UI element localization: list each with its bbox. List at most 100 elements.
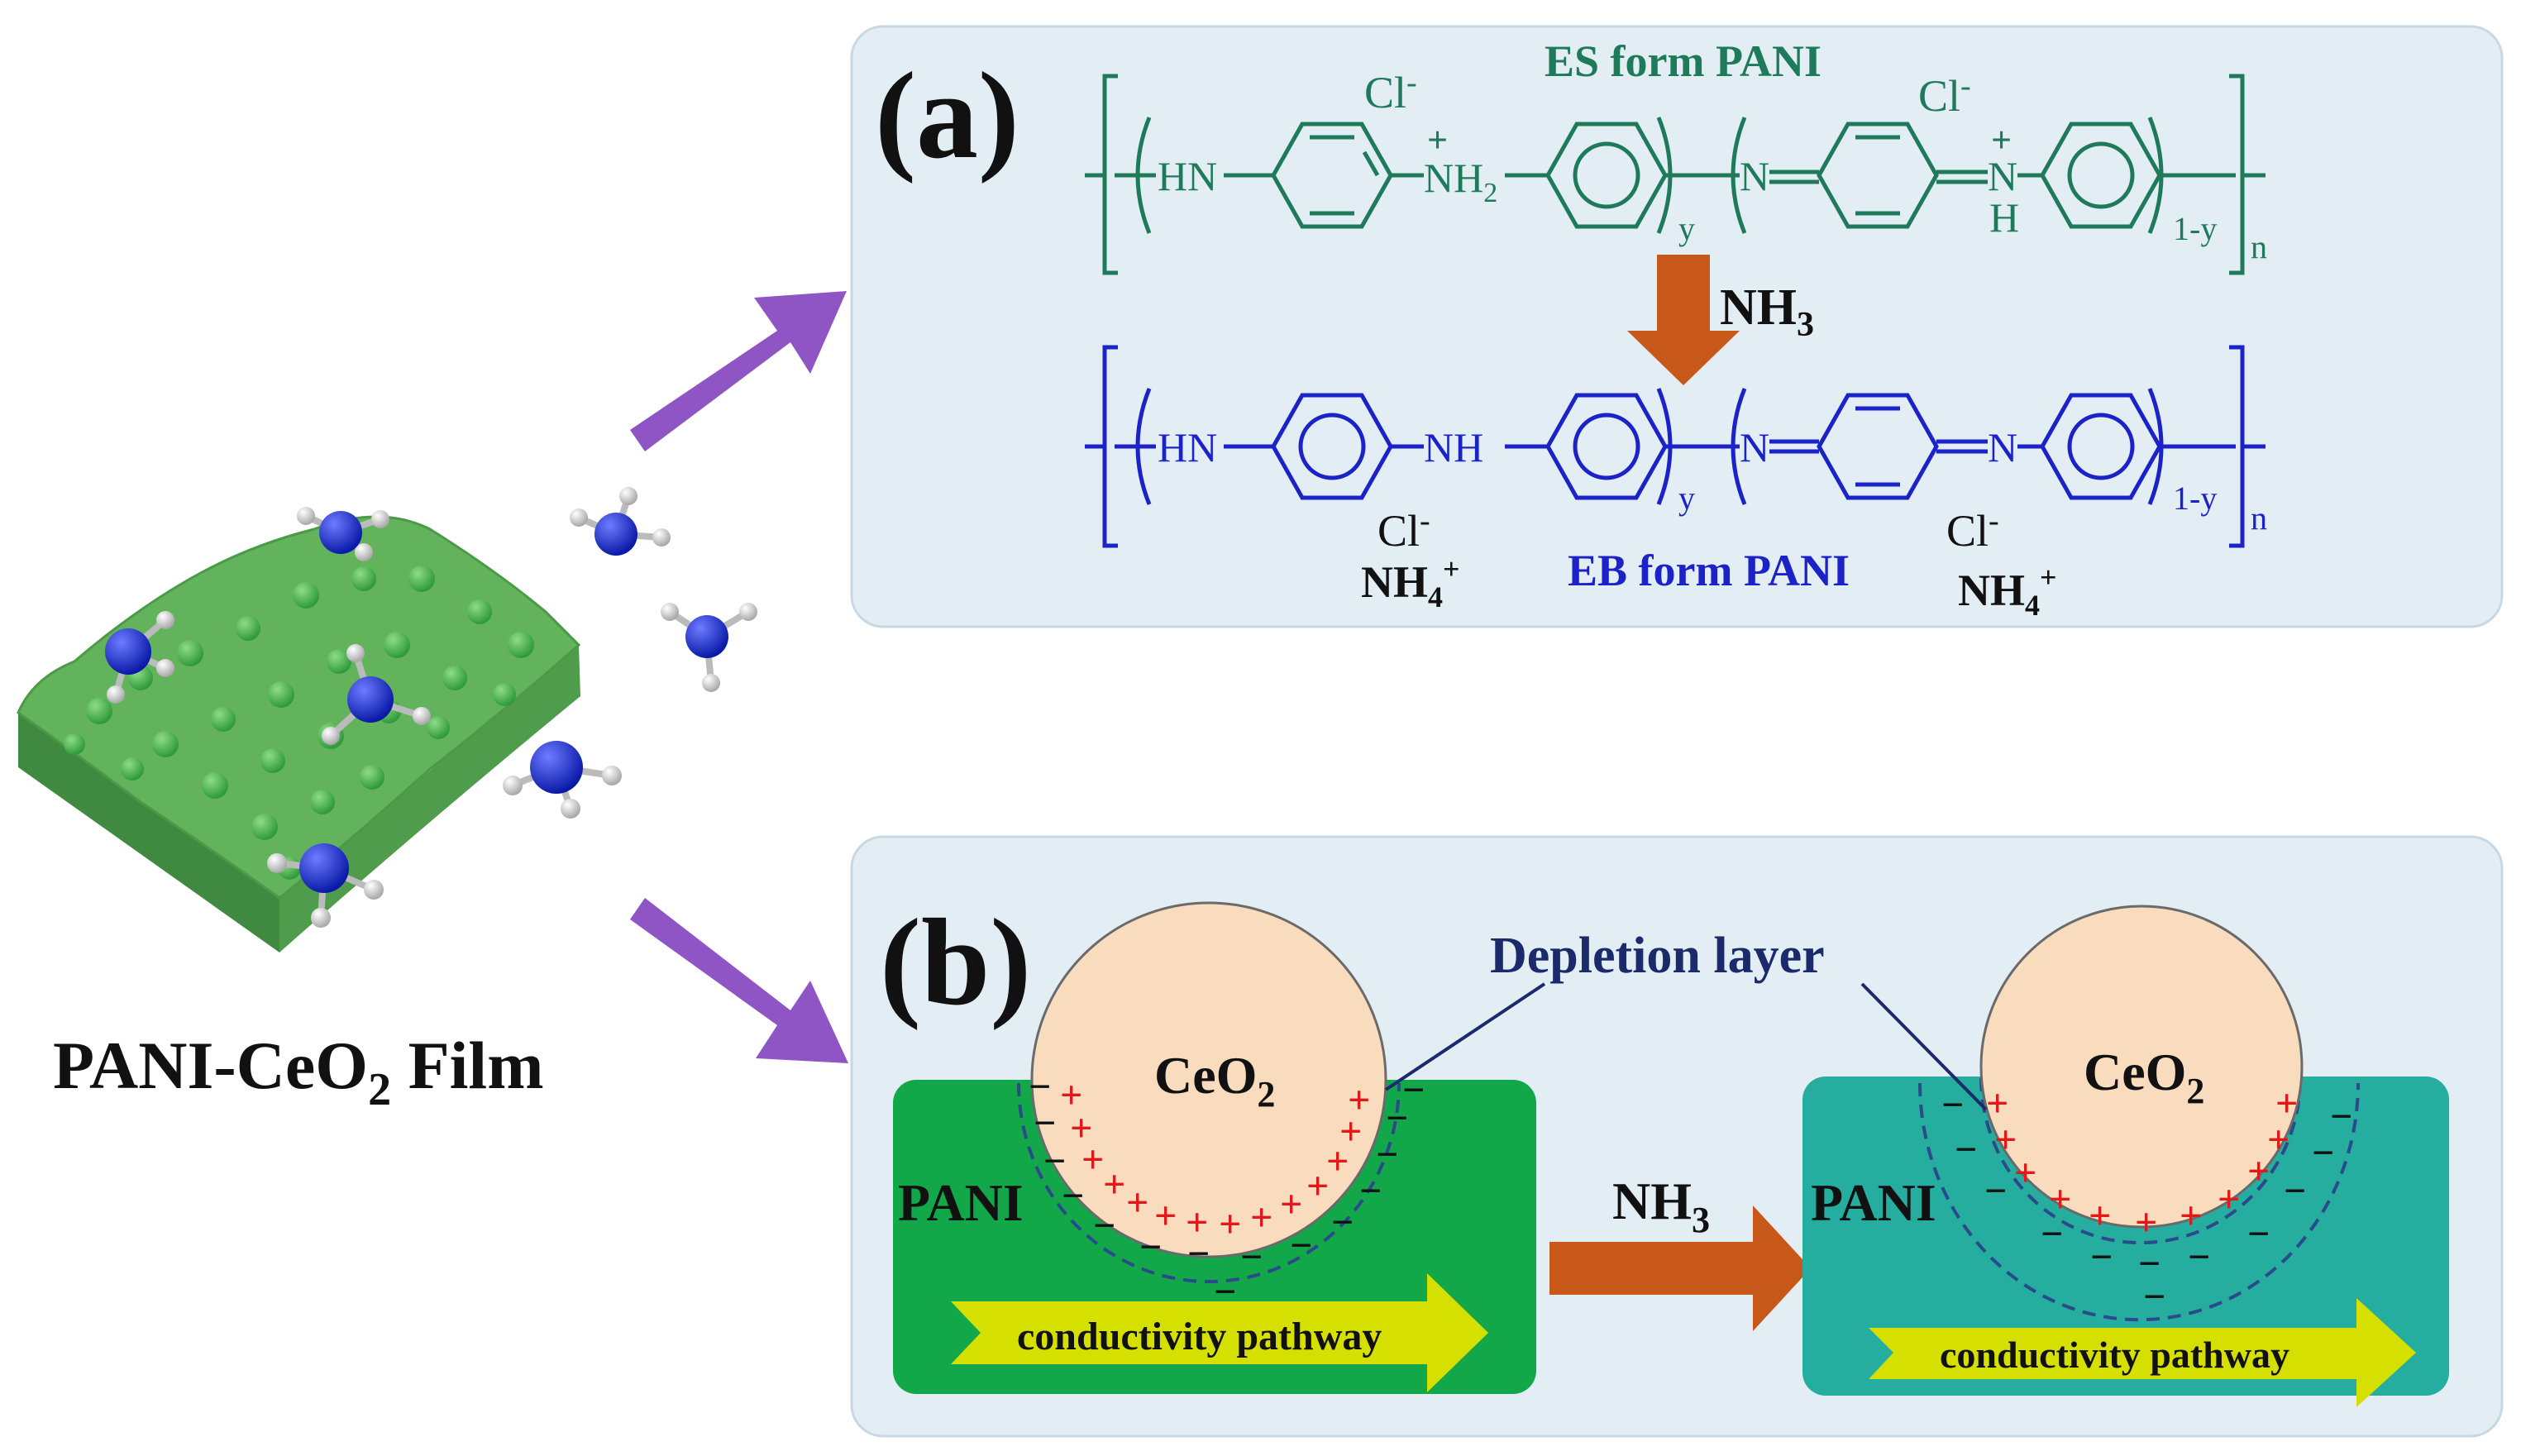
minus-charge: − (2312, 1131, 2334, 1175)
orange-arrow-nh3-b (1549, 1205, 1811, 1331)
eb-form-labels: HN NH N N y 1-y n EB form PANI (1158, 424, 2267, 595)
minus-charge: − (2041, 1212, 2063, 1256)
ceo2-particle (251, 814, 278, 840)
ceo2-particle (236, 616, 260, 641)
plus-charge: + (1186, 1201, 1208, 1244)
ceo2-particle-before (1030, 901, 1387, 1258)
ceo2-particle (268, 681, 294, 708)
ceo2-particle (384, 632, 410, 658)
film-top-surface (17, 515, 581, 900)
minus-charge: − (2247, 1212, 2270, 1256)
plus-charge: + (2049, 1177, 2071, 1221)
ammonia-molecule (322, 644, 431, 745)
conductivity-arrow-after (1869, 1298, 2416, 1407)
depletion-layer-label: Depletion layer (1490, 928, 1825, 984)
ceo2-particle (427, 716, 450, 739)
eb-hn: HN (1158, 424, 1217, 470)
orange-arrow-nh3-a (1627, 255, 1740, 385)
ceo2-particle (64, 733, 85, 755)
ceo2-particle (177, 640, 203, 666)
ammonia-molecules (105, 487, 757, 928)
minus-charge: − (1955, 1128, 1977, 1172)
plus-charge: + (2267, 1118, 2289, 1162)
plus-charge: + (2180, 1194, 2202, 1238)
pani-ceo2-film (17, 487, 757, 952)
minus-charge: − (1941, 1083, 1964, 1127)
eb-form-structure (1085, 345, 2266, 548)
panel-a-label: (a) (875, 47, 1019, 184)
ceo2-particle (327, 649, 351, 674)
purple-arrow-to-panel-b (630, 898, 848, 1063)
conductivity-arrow-before (951, 1273, 1488, 1392)
ammonia-molecule (267, 843, 384, 928)
minus-charge: − (2330, 1095, 2352, 1139)
eb-nh: NH (1424, 424, 1483, 470)
eb-n-left: N (1740, 424, 1769, 470)
minus-charge: − (1029, 1065, 1051, 1109)
minus-charge: − (2284, 1169, 2306, 1213)
ceo2-particle (86, 698, 112, 724)
minus-charge: − (1984, 1169, 2007, 1213)
plus-charge: + (2218, 1177, 2240, 1221)
ceo2-particle (508, 632, 534, 658)
film-side-left (18, 713, 279, 952)
conductivity-label-before: conductivity pathway (1017, 1315, 1382, 1358)
plus-charge: + (1103, 1162, 1125, 1206)
ceo2-particle (493, 683, 516, 706)
eb-counter-ions: Cl- NH4+ Cl- NH4+ (1361, 504, 2057, 622)
es-one-minus-y: 1-y (2173, 210, 2217, 247)
es-n-right: N (1988, 153, 2017, 199)
panel-b-nh3-label: NH3 (1612, 1172, 1710, 1240)
es-n-left: N (1740, 153, 1769, 199)
plus-charge: + (2135, 1201, 2157, 1244)
ceo2-particle (260, 748, 285, 773)
eb-n-right: N (1988, 424, 2017, 470)
plus-charge: + (1154, 1194, 1177, 1238)
depletion-layer-after (1918, 1082, 2360, 1322)
depletion-layer-before (1017, 1082, 1401, 1283)
plus-charge: + (1070, 1106, 1092, 1150)
minus-charge: − (1386, 1096, 1408, 1140)
minus-charge: − (1139, 1225, 1162, 1269)
es-plus-2: + (1991, 120, 2012, 160)
es-y: y (1678, 210, 1695, 247)
plus-charge: + (2014, 1151, 2036, 1195)
plus-charge: + (1326, 1139, 1349, 1183)
plus-charge: + (2089, 1194, 2111, 1238)
ceo2-particle (442, 666, 467, 690)
plus-charge: + (1994, 1118, 2017, 1162)
eb-one-minus-y: 1-y (2173, 480, 2217, 517)
ceo2-particle (121, 757, 144, 781)
eb-cl-2: Cl- (1946, 504, 1999, 556)
eb-n-subscript: n (2251, 499, 2267, 537)
eb-y: y (1678, 480, 1695, 517)
ceo2-particle-after (1979, 905, 2304, 1229)
purple-arrow-to-panel-a (630, 291, 847, 451)
eb-form-title: EB form PANI (1568, 546, 1850, 595)
minus-charge: − (1376, 1133, 1398, 1177)
ammonia-molecule (105, 611, 174, 704)
ceo2-particle (202, 772, 228, 799)
pani-label-after: PANI (1811, 1173, 1936, 1232)
minus-charge: − (1240, 1235, 1263, 1279)
plus-charge: + (1219, 1202, 1241, 1246)
es-hn: HN (1158, 153, 1217, 199)
minus-charge: − (1290, 1224, 1312, 1267)
ceo2-particle (211, 707, 236, 732)
ammonia-molecule (570, 487, 671, 556)
minus-charge: − (1187, 1232, 1210, 1276)
charges-after: + + + + + + + + + + + − − − − − − − − − … (1941, 1081, 2352, 1319)
eb-cl-1: Cl- (1377, 504, 1430, 556)
plus-charge: + (1986, 1081, 2008, 1125)
ceo2-label-before: CeO2 (1154, 1046, 1275, 1115)
ceo2-particle (293, 582, 319, 609)
plus-charge: + (1250, 1196, 1272, 1239)
ceo2-particle (351, 566, 376, 591)
minus-charge: − (1093, 1204, 1115, 1248)
minus-charge: − (2138, 1242, 2161, 1286)
plus-charge: + (2275, 1081, 2298, 1125)
eb-nh4-2: NH4+ (1958, 561, 2057, 622)
es-n-subscript: n (2251, 228, 2267, 265)
panel-a-nh3-label: NH3 (1720, 279, 1814, 344)
